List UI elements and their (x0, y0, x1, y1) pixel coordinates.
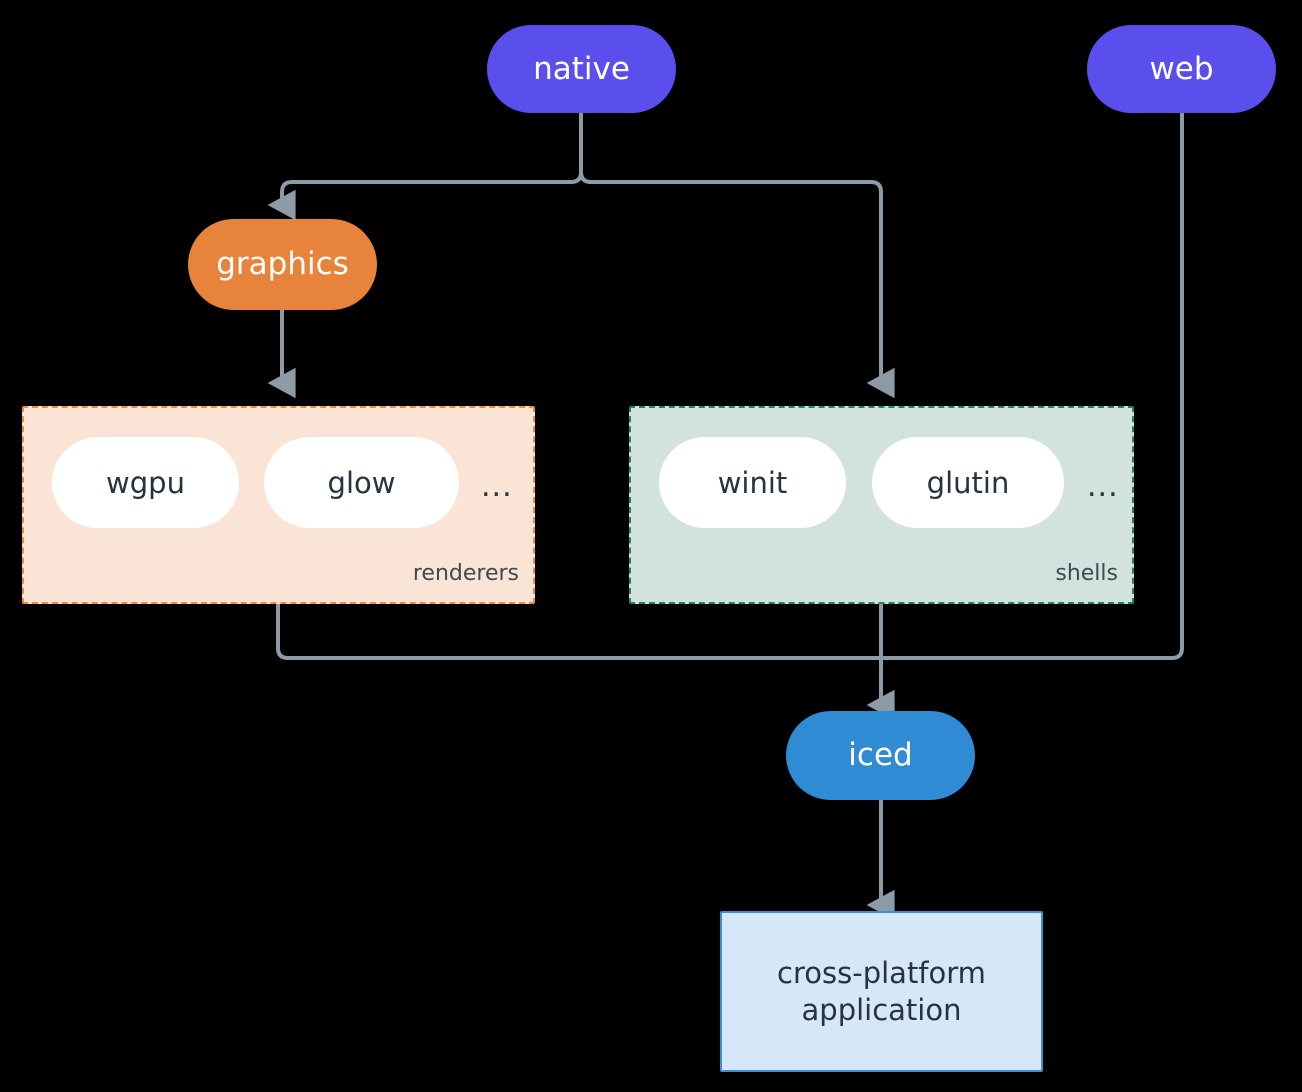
node-web[interactable]: web (1087, 25, 1276, 113)
node-native[interactable]: native (487, 25, 676, 113)
edge-native-to-graphics (267, 110, 583, 221)
group-renderers-ellipsis: ... (481, 469, 513, 504)
node-application[interactable]: cross-platform application (720, 911, 1043, 1072)
group-renderers: wgpu glow ... renderers (22, 406, 535, 604)
group-shells-ellipsis: ... (1087, 469, 1119, 504)
group-shells-item-winit-label: winit (717, 465, 788, 500)
group-renderers-item-wgpu-label: wgpu (106, 465, 185, 500)
group-shells-item-glutin-label: glutin (926, 465, 1010, 500)
node-application-label-line1: cross-platform (777, 956, 986, 991)
node-native-label: native (533, 50, 630, 87)
edge-renderers-to-iced (276, 602, 883, 660)
group-renderers-item-glow[interactable]: glow (264, 437, 459, 528)
node-web-label: web (1149, 50, 1214, 87)
node-graphics-label: graphics (216, 246, 349, 283)
group-shells-item-winit[interactable]: winit (659, 437, 846, 528)
node-iced-label: iced (848, 737, 913, 774)
group-shells-label: shells (1055, 561, 1118, 586)
group-renderers-label: renderers (412, 561, 519, 586)
group-renderers-item-wgpu[interactable]: wgpu (52, 437, 239, 528)
node-application-label-line2: application (801, 992, 962, 1027)
node-iced[interactable]: iced (786, 711, 975, 800)
group-renderers-item-glow-label: glow (327, 465, 396, 500)
group-shells: winit glutin ... shells (629, 406, 1134, 604)
node-graphics[interactable]: graphics (188, 219, 377, 310)
group-shells-item-glutin[interactable]: glutin (872, 437, 1064, 528)
edge-native-to-shells (579, 110, 895, 399)
